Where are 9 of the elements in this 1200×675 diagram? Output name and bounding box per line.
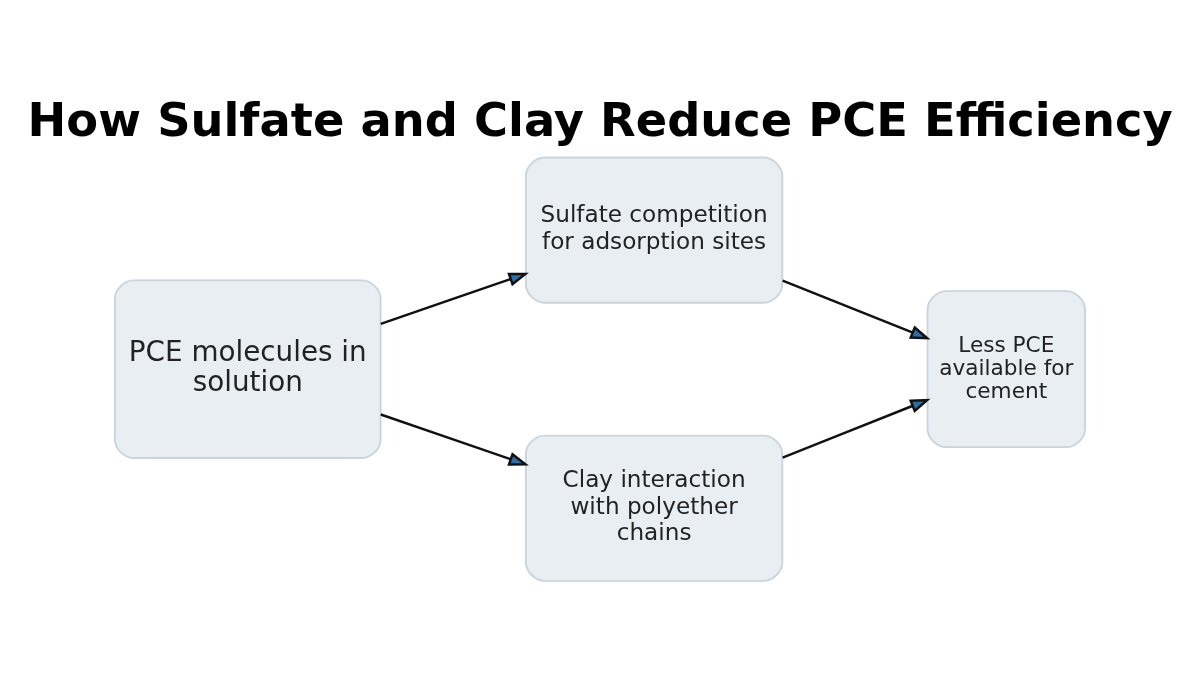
node-box: Less PCE available for cement <box>926 290 1087 449</box>
arrow <box>380 413 529 466</box>
node-box: Sulfate competition for adsorption sites <box>524 156 784 304</box>
node-box: Clay interaction with polyether chains <box>524 434 784 582</box>
arrow <box>782 279 931 340</box>
diagram-title: How Sulfate and Clay Reduce PCE Efficiency <box>27 92 1173 147</box>
arrow <box>380 272 529 325</box>
arrow <box>782 398 931 459</box>
node-box: PCE molecules in solution <box>113 279 382 459</box>
